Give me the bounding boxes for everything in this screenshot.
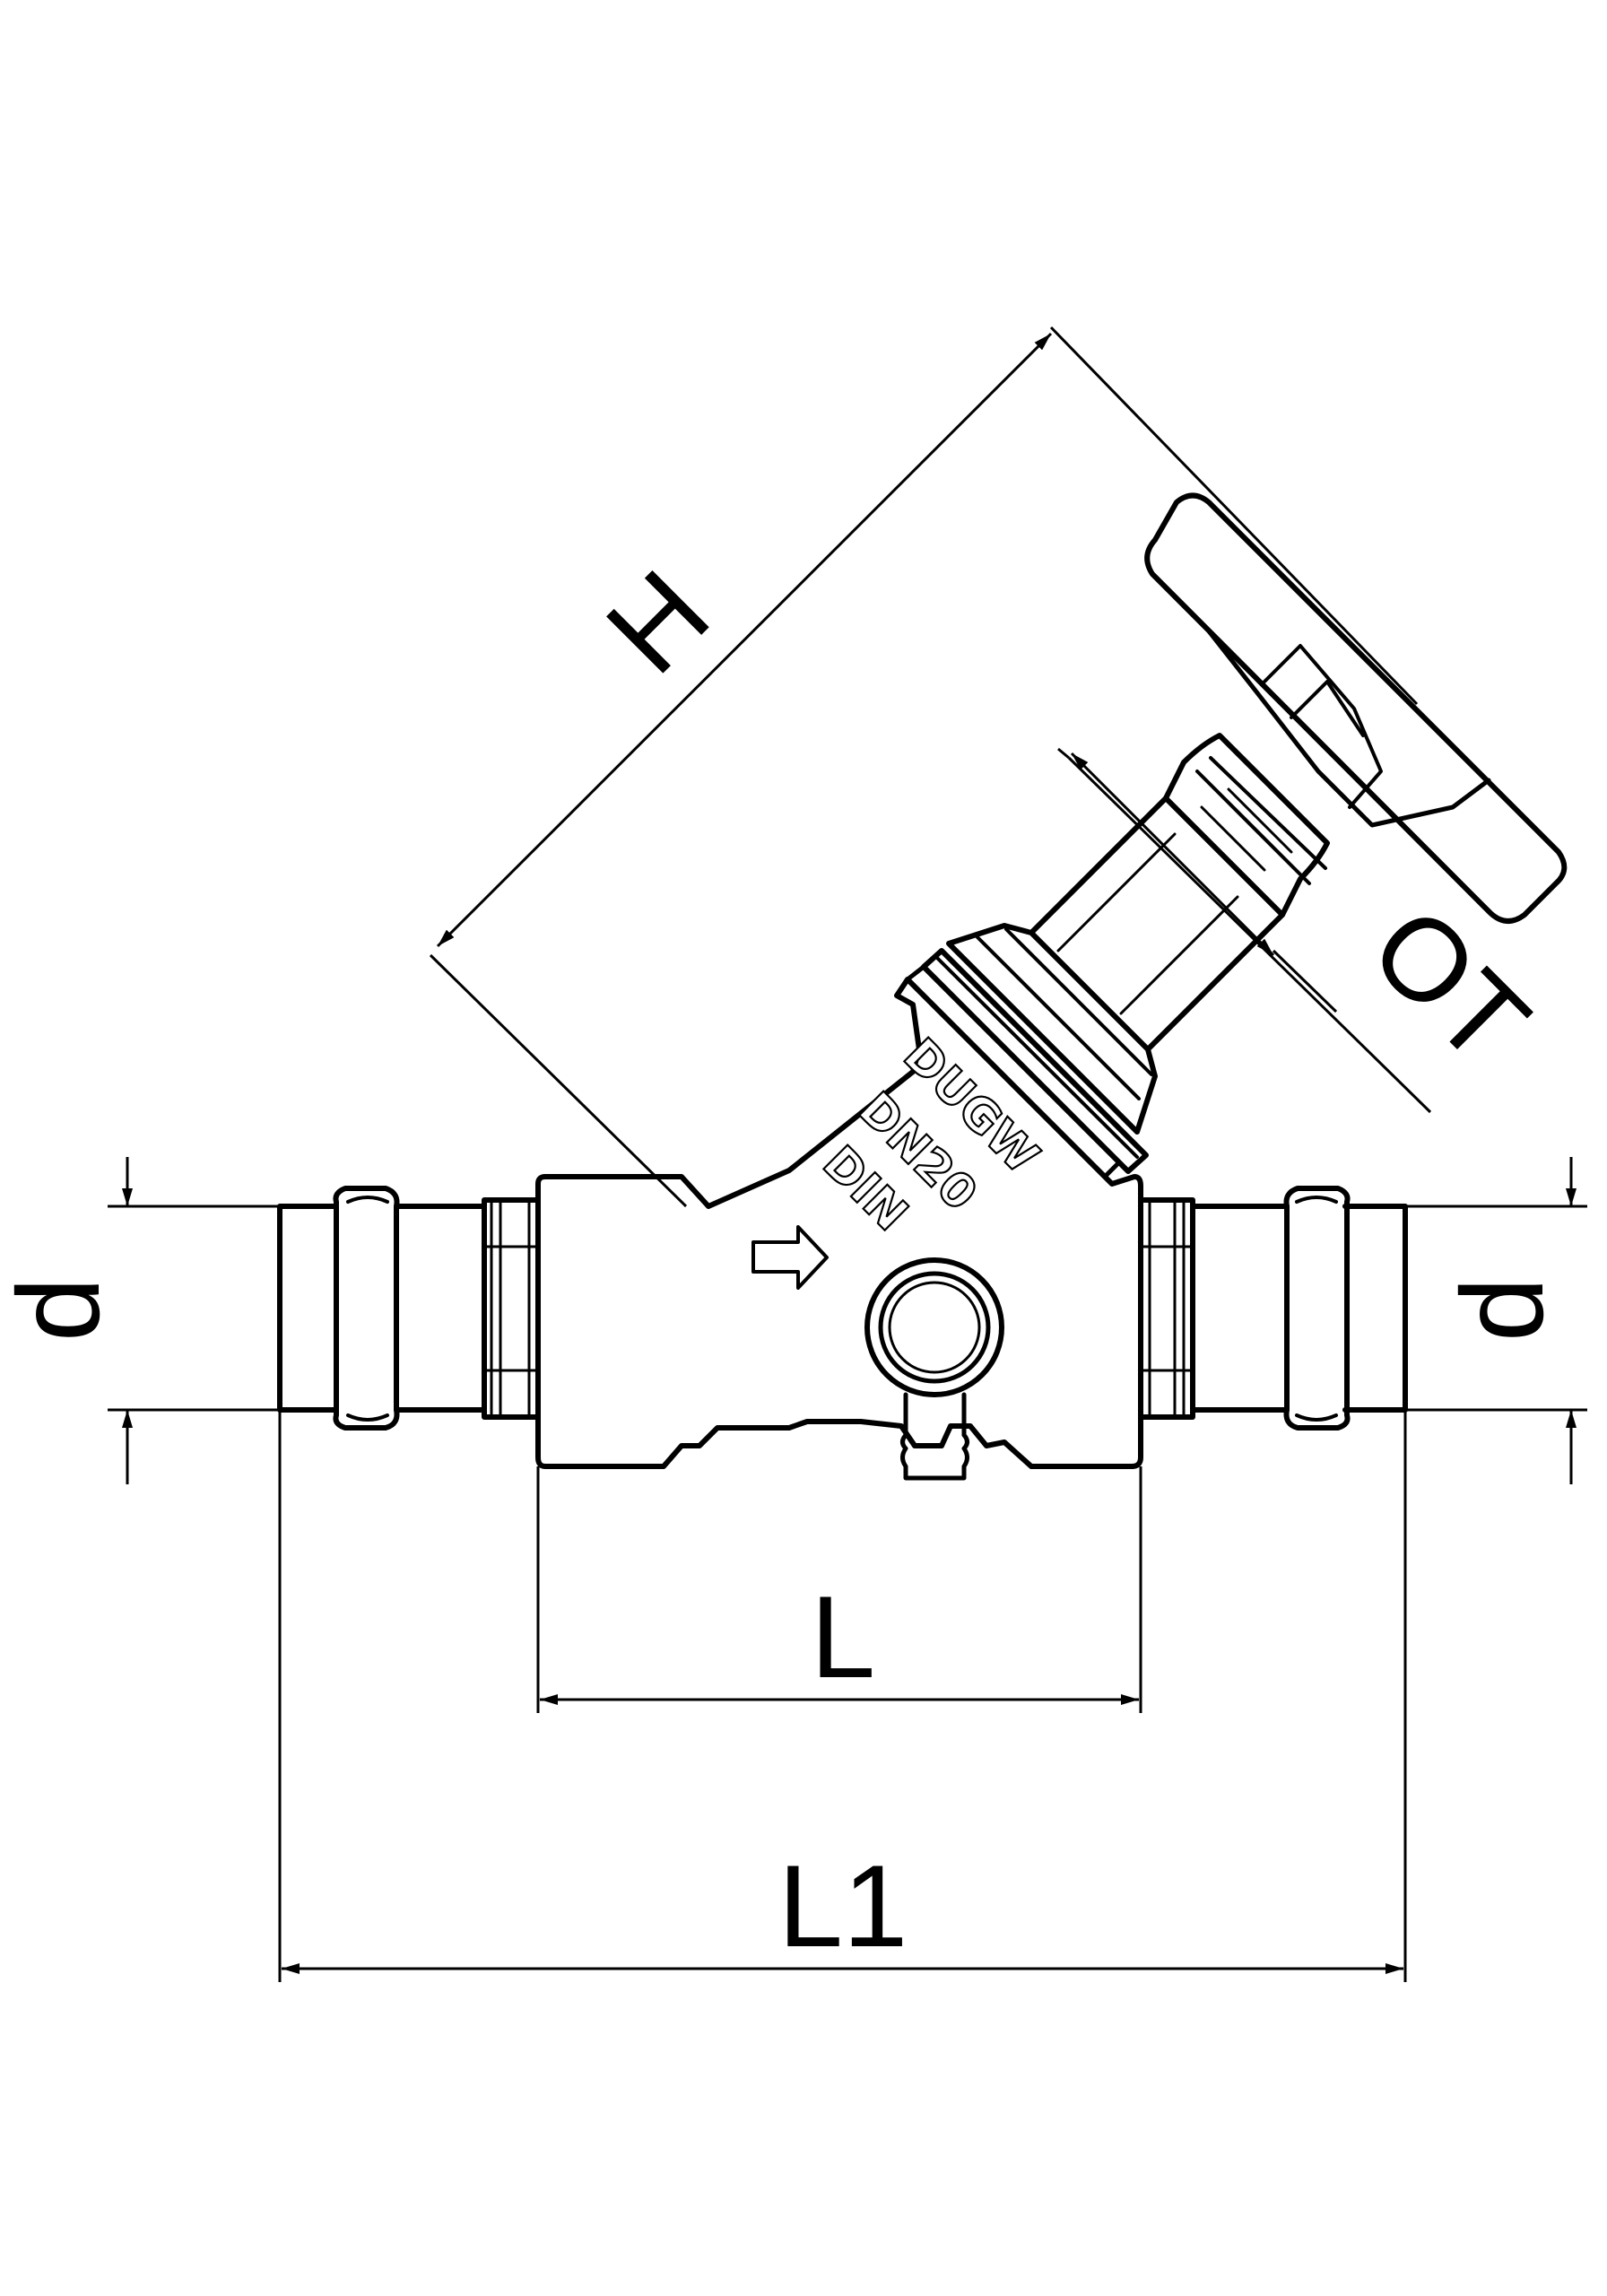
left-press-fitting	[277, 1186, 541, 1431]
right-press-fitting	[1138, 1186, 1408, 1431]
label-L1: L1	[778, 1840, 908, 1971]
spindle-collar	[1163, 733, 1330, 918]
dimension-d-right	[1405, 1157, 1587, 1484]
dimension-L1	[278, 1410, 1407, 1982]
flow-direction-arrow-icon	[751, 1225, 829, 1290]
label-d-right: d	[1437, 1277, 1568, 1342]
dimension-d-left	[108, 1157, 280, 1484]
spindle	[1029, 796, 1285, 1052]
dimension-H	[429, 326, 1419, 1208]
body-marking: DUGW DN20 DIN	[812, 1028, 1050, 1243]
label-d-left: d	[0, 1277, 124, 1342]
dimension-OT	[1057, 747, 1432, 1114]
handwheel	[1144, 492, 1568, 924]
test-port	[864, 1257, 1004, 1481]
label-L: L	[811, 1571, 875, 1702]
dimension-L	[536, 1466, 1142, 1713]
label-OT: OT	[1346, 882, 1553, 1089]
bonnet-flange	[921, 948, 1149, 1174]
